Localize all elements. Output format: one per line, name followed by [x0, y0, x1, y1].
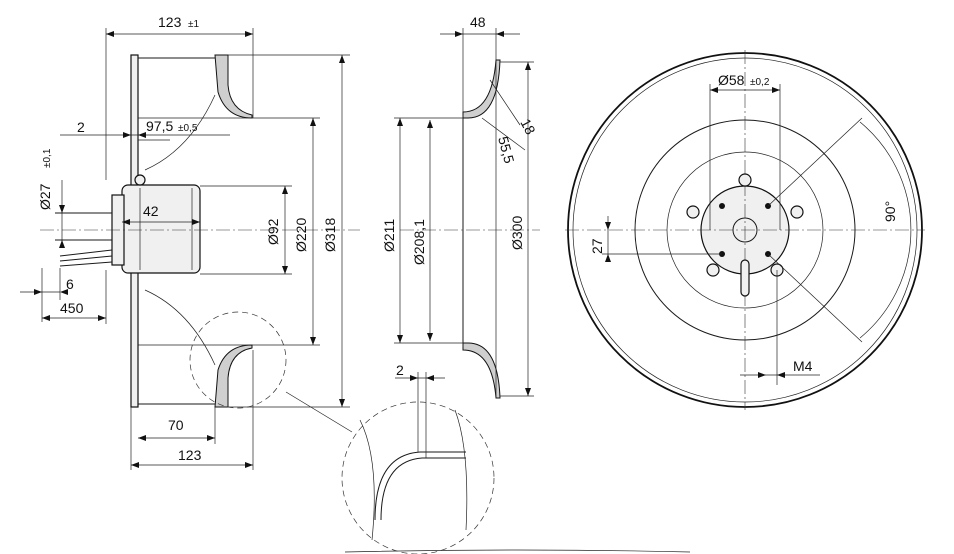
inlet-nozzle-view: 48 18 55,5 Ø211 Ø208,1 Ø300 [381, 14, 540, 399]
detail-profile-outer [374, 451, 466, 521]
dim-nozzle-depth: 48 [470, 14, 486, 30]
cable [59, 249, 113, 257]
screw-icon [738, 173, 752, 187]
dim-bolt-circle: Ø58 [718, 72, 745, 88]
dim-overall-width: 123 [158, 14, 182, 30]
nozzle-flange-upper [462, 59, 501, 119]
front-ring-lower [214, 344, 253, 408]
dim-nozzle-300: Ø300 [509, 216, 525, 250]
bolt-hole-icon [719, 203, 725, 209]
detail-circle [341, 401, 495, 554]
impeller-side-view: 123 ±1 2 97,5 ±0,5 Ø27 ±0,1 42 6 450 [20, 14, 360, 470]
dim-overall-width-tol: ±1 [188, 19, 199, 30]
dim-inner-dia: Ø92 [265, 218, 281, 245]
dim-detail-gap: 2 [396, 362, 404, 378]
dim-nozzle-r55: 55,5 [495, 135, 518, 166]
dim-hub-27: 27 [589, 238, 605, 254]
blade-upper [144, 94, 216, 171]
nozzle-flange-lower [462, 342, 501, 399]
screw-icon [134, 174, 146, 186]
dim-bottom-70: 70 [168, 417, 184, 433]
dim-motor-len: 42 [143, 203, 159, 219]
front-view: Ø58 ±0,2 27 90° M4 [565, 50, 925, 410]
cable-slot [740, 259, 750, 297]
dim-shaft-dia: Ø27 [37, 183, 53, 210]
dim-offset: 2 [77, 119, 85, 135]
dim-wheel-mid-dia: Ø220 [293, 218, 309, 252]
motor-housing [121, 184, 201, 274]
detail-circle-marker [189, 311, 287, 409]
dim-inlet-pos: 97,5 [146, 118, 173, 134]
dim-nozzle-208: Ø208,1 [411, 219, 427, 265]
dim-cable-len: 450 [60, 300, 84, 316]
angle-arc [859, 121, 912, 339]
dim-bolt-circle-tol: ±0,2 [750, 77, 770, 88]
front-ring-upper [214, 54, 253, 119]
dim-thread: M4 [793, 358, 813, 374]
blade-lower [144, 289, 216, 366]
dim-nozzle-211: Ø211 [381, 219, 397, 252]
dim-bottom-123: 123 [178, 447, 202, 463]
detail-view: 2 [341, 362, 691, 554]
dim-inlet-pos-tol: ±0,5 [178, 123, 198, 134]
dim-outer-dia: Ø318 [322, 218, 338, 252]
dim-angle: 90° [882, 201, 898, 222]
dim-shaft-dia-tol: ±0,1 [42, 148, 53, 168]
dim-cable-strip: 6 [66, 276, 74, 292]
